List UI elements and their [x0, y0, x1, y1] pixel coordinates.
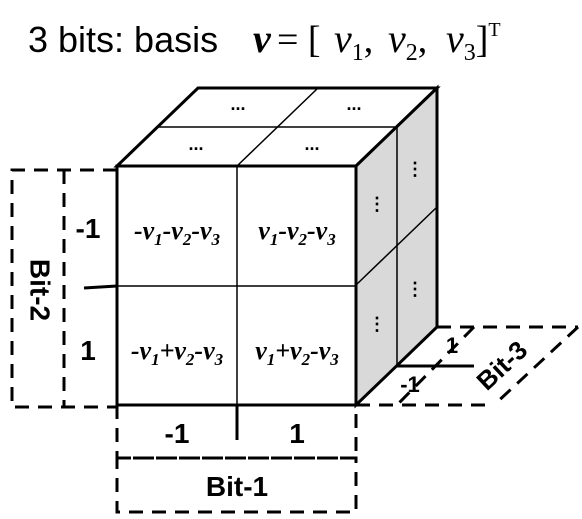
title-v3: v3]T [446, 16, 501, 66]
bit2-label: Bit-2 [25, 259, 56, 321]
side-placeholder-4: ⋮ [406, 279, 424, 299]
bit1-tick-pos1: 1 [289, 418, 305, 449]
bit2-tick-neg1: -1 [76, 213, 101, 244]
cell-pos1-neg1: v1-v2-v3 [258, 216, 336, 249]
side-placeholder-2: ⋮ [406, 159, 424, 179]
bit1-axis: -1 1 Bit-1 [115, 405, 358, 514]
title-vector: v [253, 16, 272, 61]
bit3-label: Bit-3 [471, 335, 534, 396]
title-prefix: 3 bits: basis [28, 19, 218, 60]
cube-front-face: -v1-v2-v3 v1-v2-v3 -v1+v2-v3 v1+v2-v3 [115, 164, 358, 407]
title-v2: v2, [388, 16, 427, 66]
cell-neg1-pos1: -v1+v2-v3 [131, 336, 224, 369]
title: 3 bits: basis v = [ v1, v2, v3]T [28, 16, 501, 66]
top-placeholder-4: ... [346, 94, 361, 114]
side-placeholder-1: ⋮ [368, 194, 386, 214]
bit1-tick-neg1: -1 [165, 418, 190, 449]
bit3-tick-pos1: 1 [446, 333, 458, 358]
title-v1: v1, [334, 16, 373, 66]
top-placeholder-3: ... [230, 94, 245, 114]
cell-neg1-neg1: -v1-v2-v3 [134, 216, 221, 249]
top-placeholder-1: ... [188, 134, 203, 154]
title-equals: = [ [277, 19, 321, 61]
bit2-tick-pos1: 1 [80, 335, 96, 366]
bit3-tick-neg1: -1 [400, 372, 420, 397]
cell-pos1-pos1: v1+v2-v3 [255, 336, 339, 369]
side-placeholder-3: ⋮ [368, 314, 386, 334]
top-placeholder-2: ... [304, 134, 319, 154]
bit1-label: Bit-1 [206, 471, 268, 502]
bit2-axis: -1 1 Bit-2 [10, 168, 118, 409]
